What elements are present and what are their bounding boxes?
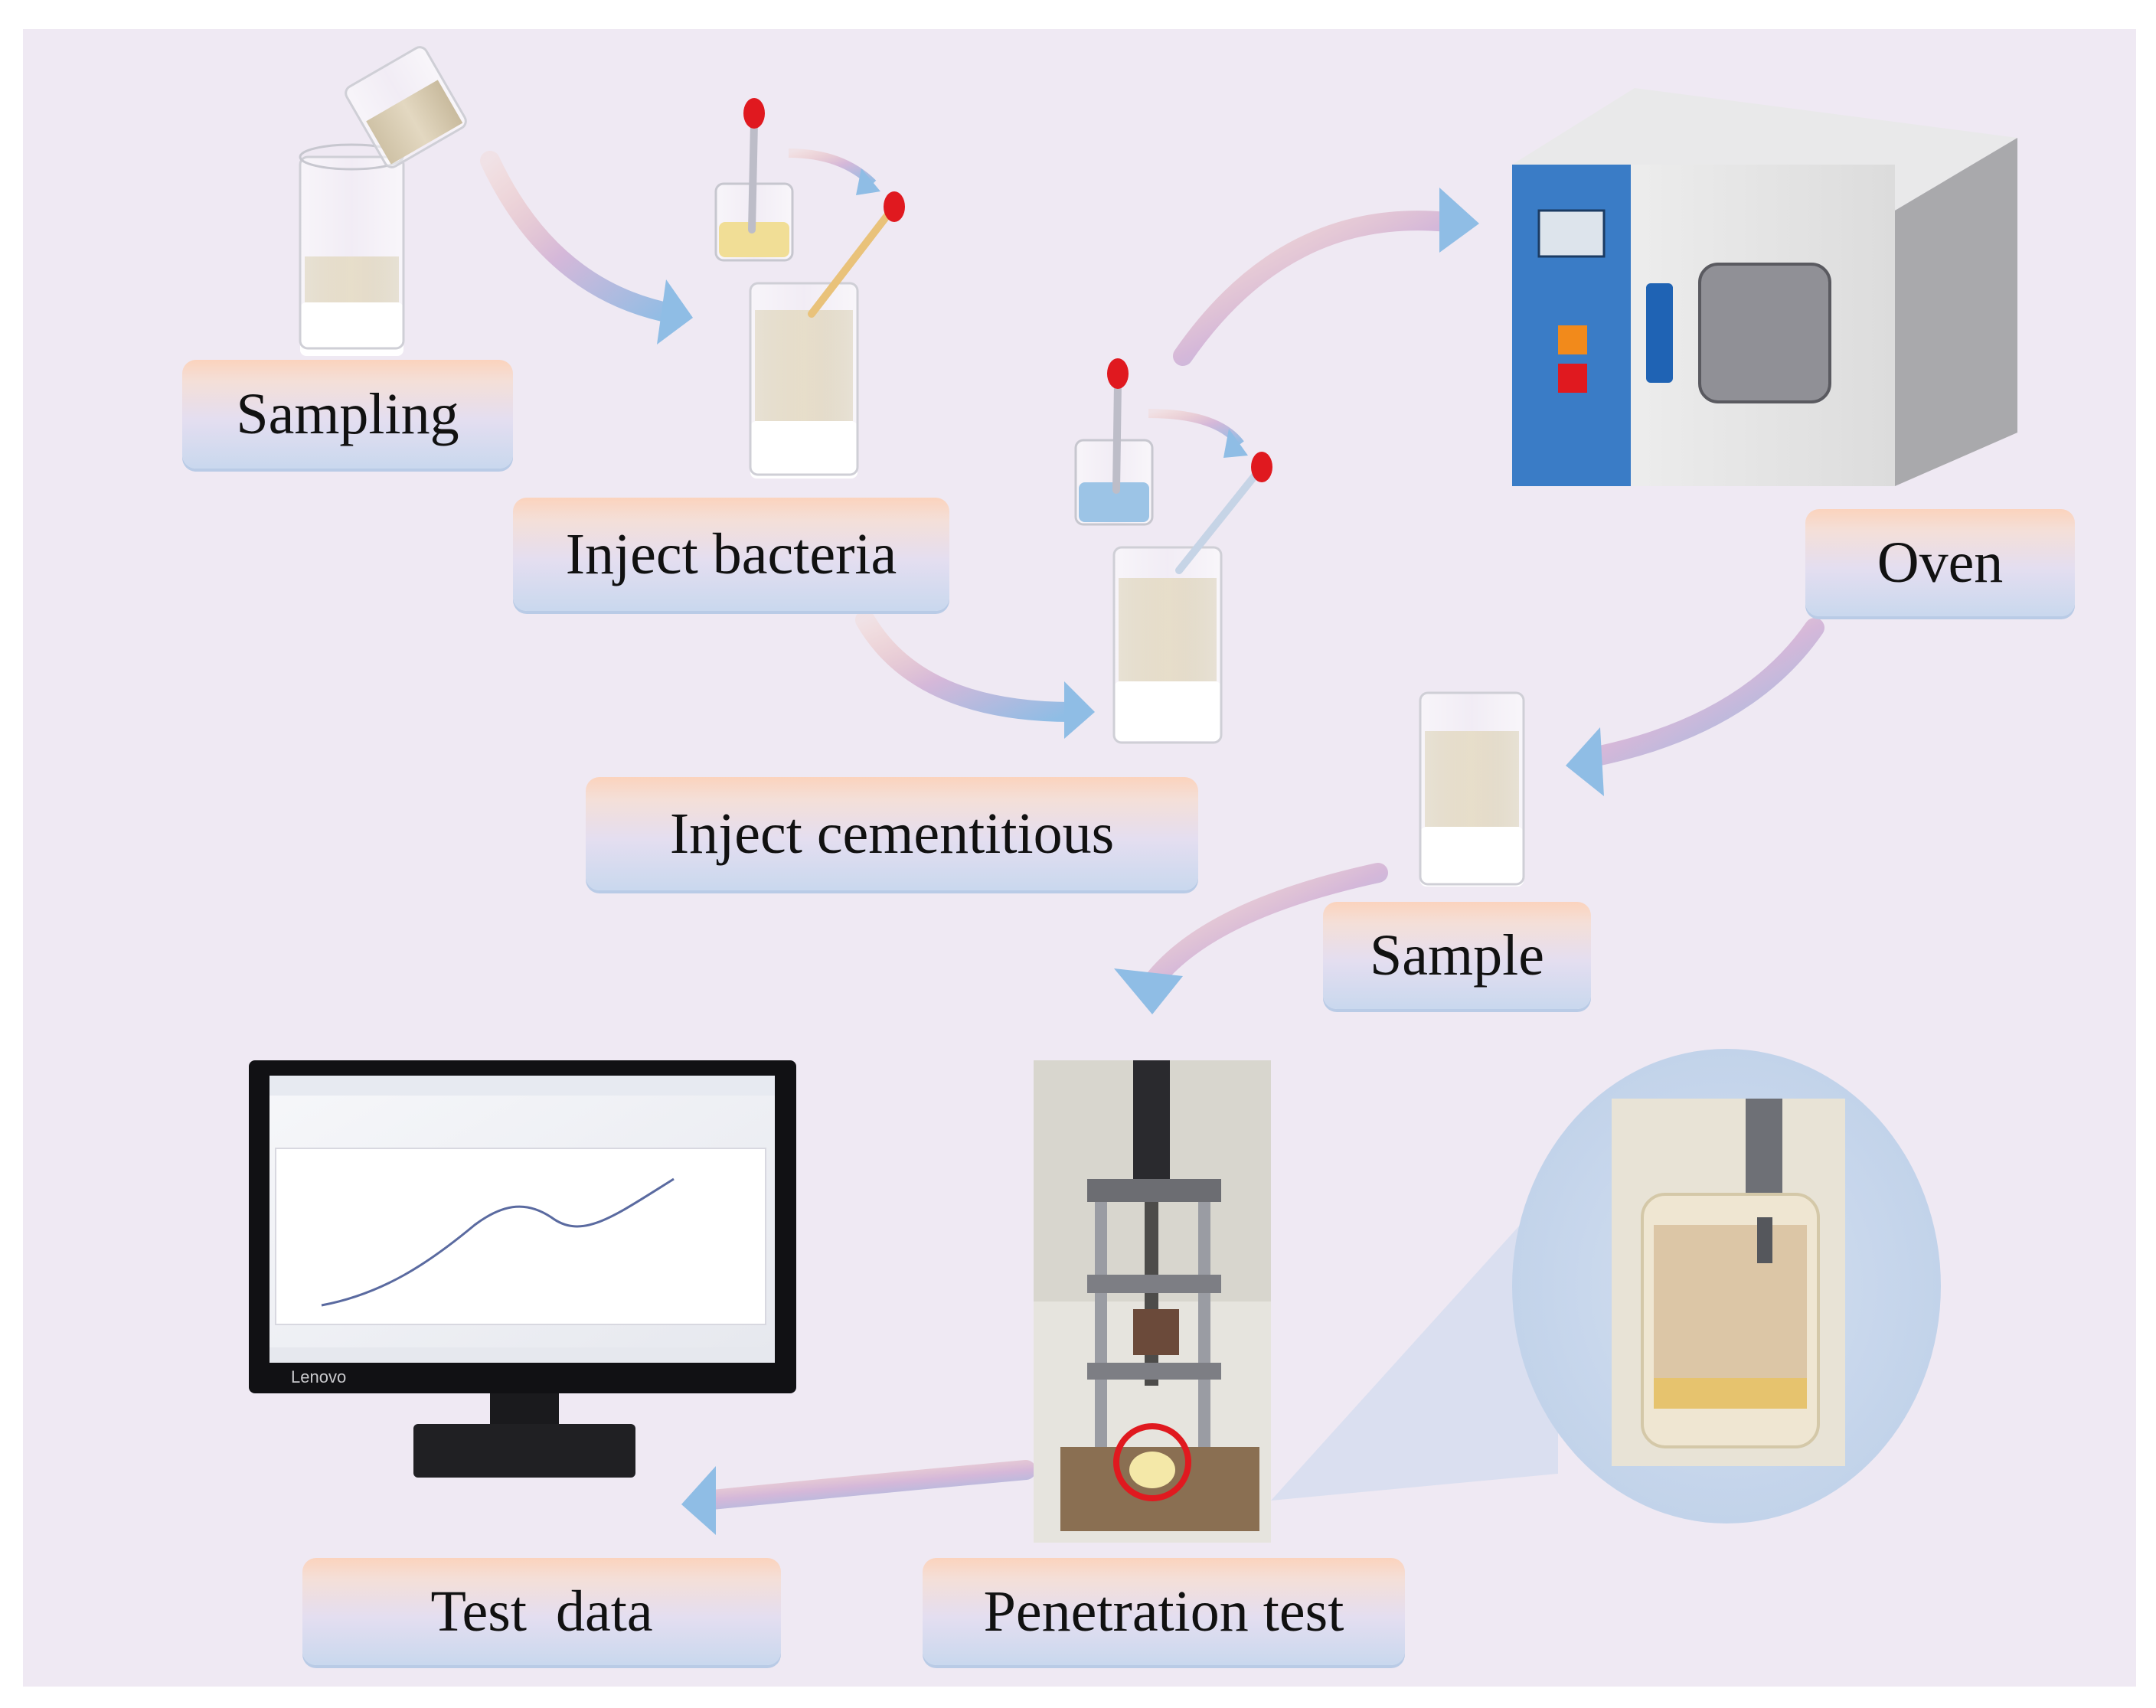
arrow-cement-to-oven — [1173, 188, 1479, 366]
label-inject-cementitious: Inject cementitious — [586, 777, 1198, 890]
arrow-penetration-to-data — [681, 1460, 1036, 1535]
label-sampling: Sampling — [182, 360, 513, 469]
pipette-icon — [1175, 452, 1272, 574]
arrow-small-pipette-1 — [788, 149, 880, 195]
label-penetration-test: Penetration test — [923, 1558, 1405, 1665]
penetration-rig-photo — [1034, 1060, 1271, 1543]
arrow-sample-to-penetration — [1114, 863, 1388, 1014]
label-test-data: Test data — [302, 1558, 781, 1665]
pipette-icon — [808, 191, 905, 318]
oven-icon — [1512, 88, 2017, 486]
label-inject-bacteria: Inject bacteria — [513, 498, 949, 611]
label-oven: Oven — [1805, 509, 2075, 616]
pipette-icon — [1107, 358, 1129, 494]
sand-beaker-icon — [1112, 546, 1223, 744]
pouring-beaker-icon — [345, 46, 467, 168]
sand-beaker-icon — [749, 282, 859, 478]
monitor-icon: Lenovo — [249, 1060, 796, 1478]
arrow-sampling-to-bacteria — [480, 151, 693, 345]
sand-beaker-icon — [299, 143, 405, 356]
arrow-bacteria-to-cement — [855, 610, 1095, 739]
pipette-icon — [743, 98, 765, 234]
sand-beaker-icon — [1419, 691, 1525, 887]
monitor-brand: Lenovo — [291, 1367, 346, 1386]
zoom-photo — [1271, 1049, 1941, 1523]
arrow-small-pipette-2 — [1148, 409, 1248, 458]
label-sample: Sample — [1323, 902, 1591, 1009]
arrow-oven-to-sample — [1566, 618, 1824, 796]
